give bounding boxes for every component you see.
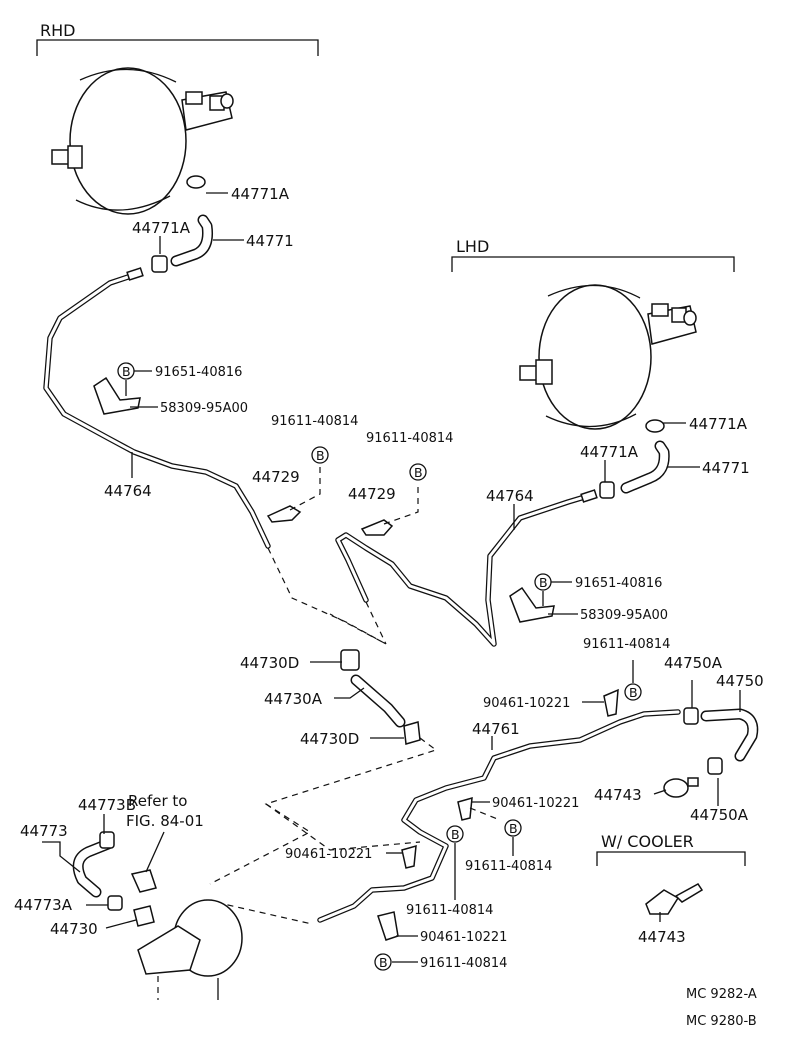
- lhd-bracket: [451, 256, 735, 272]
- clamp-44729-a: [266, 505, 302, 523]
- clip-44773B: [99, 831, 115, 849]
- lhd-title: LHD: [456, 237, 489, 256]
- label-44730: 44730: [50, 920, 98, 938]
- bolt-marker-91611-a: [311, 446, 329, 464]
- svg-text:B: B: [539, 575, 548, 590]
- label-90461-c: 90461-10221: [285, 847, 372, 862]
- bolt-marker-91611-d: [446, 825, 464, 843]
- label-lhd-44771A-top: 44771A: [689, 415, 748, 433]
- label-rhd-44771A-left: 44771A: [132, 219, 191, 237]
- bolt-marker-91611-right: [624, 683, 642, 701]
- label-90461-a: 90461-10221: [483, 696, 570, 711]
- label-44743: 44743: [594, 786, 642, 804]
- rhd-clip: [151, 255, 168, 273]
- rhd-booster-body: [69, 67, 187, 215]
- label-44750A-top: 44750A: [664, 654, 723, 672]
- label-rhd-44771: 44771: [246, 232, 294, 250]
- label-lhd-44771: 44771: [702, 459, 750, 477]
- refer-to-line1: Refer to: [128, 792, 187, 810]
- label-91611-c: 91611-40814: [465, 859, 552, 874]
- clip-90461-c: [401, 844, 417, 869]
- lhd-vacuum-pipe: [335, 493, 591, 647]
- rhd-bracket: [36, 39, 319, 56]
- clip-90461-a: [603, 688, 619, 717]
- label-lhd-91651: 91651-40816: [575, 576, 662, 591]
- bolt-marker-91611-c: [504, 819, 522, 837]
- clip-44773A: [107, 895, 123, 911]
- lhd-check-valve-top: [645, 419, 665, 433]
- lhd-brake-booster: [519, 284, 697, 433]
- label-lhd-58309: 58309-95A00: [580, 608, 668, 623]
- clip-90461-b: [457, 796, 473, 821]
- label-mid-91611-a: 91611-40814: [271, 414, 358, 429]
- lhd-bracket-58309: B: [509, 573, 555, 623]
- cooler-section-header: W/ COOLER: [596, 832, 746, 866]
- svg-text:B: B: [509, 821, 518, 836]
- label-44773A: 44773A: [14, 896, 73, 914]
- valve-44730: [133, 905, 155, 927]
- label-cooler-44743: 44743: [638, 928, 686, 946]
- svg-text:B: B: [629, 685, 638, 700]
- label-44730D-bottom: 44730D: [300, 730, 359, 748]
- label-44750: 44750: [716, 672, 764, 690]
- label-44773: 44773: [20, 822, 68, 840]
- label-lhd-44764: 44764: [486, 487, 534, 505]
- rhd-section-header: RHD: [36, 21, 319, 56]
- check-valve-44730D-bottom: [403, 721, 421, 745]
- fig-84-01-part: [130, 869, 157, 893]
- valve-44743: [663, 778, 689, 798]
- label-44761: 44761: [472, 720, 520, 738]
- label-rhd-44771A-top: 44771A: [231, 185, 290, 203]
- label-90461-d: 90461-10221: [420, 930, 507, 945]
- svg-text:B: B: [122, 364, 131, 379]
- cooler-bracket: [596, 851, 746, 866]
- lower-left-assembly: [72, 831, 243, 1000]
- label-44730A: 44730A: [264, 690, 323, 708]
- lhd-booster-body: [538, 284, 652, 430]
- label-rhd-58309: 58309-95A00: [160, 401, 248, 416]
- label-91611-right: 91611-40814: [583, 637, 670, 652]
- label-lhd-44771A-left: 44771A: [580, 443, 639, 461]
- footer-code-1: MC 9282-A: [686, 987, 757, 1002]
- cooler-title: W/ COOLER: [601, 832, 694, 851]
- label-44730D-top: 44730D: [240, 654, 299, 672]
- lhd-section-header: LHD: [451, 237, 735, 272]
- check-valve-44730D-top: [340, 649, 360, 671]
- bolt-marker-91611-e: [374, 953, 392, 971]
- label-rhd-91651: 91651-40816: [155, 365, 242, 380]
- label-rhd-44764: 44764: [104, 482, 152, 500]
- rhd-brake-booster: [51, 67, 234, 215]
- footer-code-2: MC 9280-B: [686, 1014, 757, 1029]
- label-91611-e: 91611-40814: [420, 956, 507, 971]
- rhd-bracket-58309: B: [93, 362, 141, 415]
- lhd-clip: [599, 481, 615, 499]
- clip-44750A-bottom: [707, 757, 723, 775]
- svg-text:B: B: [316, 448, 325, 463]
- label-44773B: 44773B: [78, 796, 136, 814]
- leader-lines: [42, 192, 741, 963]
- svg-text:B: B: [414, 465, 423, 480]
- label-mid-44729-a: 44729: [252, 468, 300, 486]
- clip-90461-d: [377, 911, 399, 941]
- svg-text:B: B: [379, 955, 388, 970]
- refer-to-line2: FIG. 84-01: [126, 812, 204, 830]
- rhd-title: RHD: [40, 21, 75, 40]
- label-91611-d: 91611-40814: [406, 903, 493, 918]
- rhd-check-valve-top: [186, 175, 206, 189]
- label-mid-44729-b: 44729: [348, 485, 396, 503]
- clip-44750A-top: [683, 707, 699, 725]
- label-44750A-bottom: 44750A: [690, 806, 749, 824]
- svg-text:B: B: [451, 827, 460, 842]
- cooler-valve-44743: [645, 883, 704, 915]
- bolt-marker-91611-b: [409, 463, 427, 481]
- label-mid-91611-b: 91611-40814: [366, 431, 453, 446]
- label-90461-b: 90461-10221: [492, 796, 579, 811]
